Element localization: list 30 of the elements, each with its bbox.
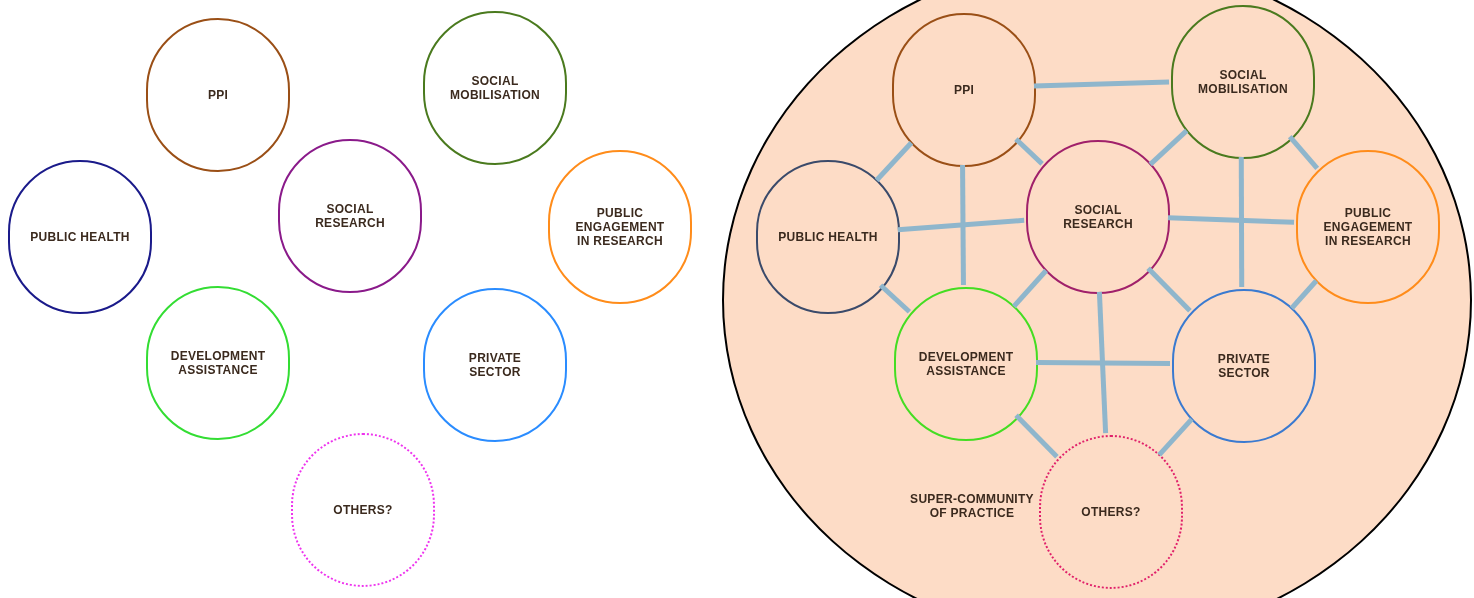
- connector-line: [1148, 128, 1189, 167]
- connector-line: [1012, 268, 1048, 309]
- node-label: PUBLIC HEALTH: [30, 230, 130, 244]
- node-label: OTHERS?: [1081, 505, 1141, 519]
- node-label: PRIVATE SECTOR: [1216, 352, 1272, 380]
- connector-line: [897, 217, 1025, 233]
- connector-line: [1238, 157, 1245, 287]
- node-label: OTHERS?: [333, 503, 393, 517]
- connector-line: [1289, 279, 1319, 310]
- node-label: PPI: [953, 83, 975, 97]
- node-label: SOCIAL RESEARCH: [314, 202, 386, 230]
- node-label: DEVELOPMENT ASSISTANCE: [917, 350, 1015, 378]
- connector-line: [960, 165, 966, 285]
- node-label: SOCIAL RESEARCH: [1062, 203, 1134, 231]
- connector-line: [874, 141, 914, 182]
- node-label: PPI: [207, 88, 229, 102]
- node-label: PUBLIC ENGAGEMENT IN RESEARCH: [574, 206, 666, 248]
- node-label: DEVELOPMENT ASSISTANCE: [169, 349, 267, 377]
- connector-line: [1014, 137, 1044, 166]
- node-label: PUBLIC HEALTH: [778, 230, 878, 244]
- connector-line: [1167, 215, 1295, 225]
- node-label: PRIVATE SECTOR: [467, 351, 523, 379]
- connector-line: [1036, 360, 1170, 366]
- connector-line: [1033, 79, 1170, 89]
- group-label: SUPER-COMMUNITY OF PRACTICE: [909, 492, 1035, 520]
- node-label: PUBLIC ENGAGEMENT IN RESEARCH: [1322, 206, 1414, 248]
- connector-line: [1096, 291, 1109, 434]
- node-label: SOCIAL MOBILISATION: [448, 74, 541, 102]
- connector-line: [1157, 417, 1194, 457]
- node-label: SOCIAL MOBILISATION: [1196, 68, 1289, 96]
